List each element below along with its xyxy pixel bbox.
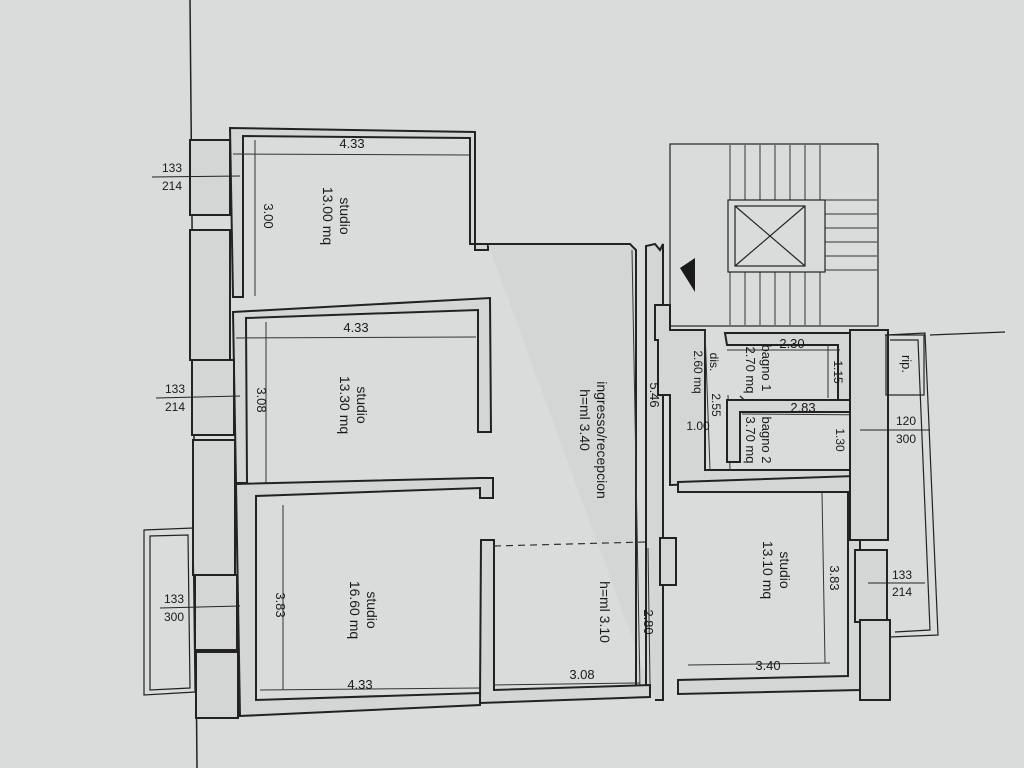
room-h310-height: h=ml 3.10 — [597, 581, 613, 643]
bagno2-name: bagno 2 — [759, 417, 774, 464]
window2-top: 133 — [165, 382, 185, 396]
dim-depth-studio-d: 3.83 — [827, 565, 842, 590]
stairwell — [669, 143, 879, 327]
arrow-icon — [680, 258, 695, 292]
window1-top: 133 — [162, 161, 182, 175]
studio-a-area: 13.00 mq — [320, 187, 336, 245]
dim-width-studio-b: 4.33 — [343, 320, 368, 335]
studio-c-name: studio — [364, 591, 380, 629]
ingresso-room — [488, 242, 664, 701]
dim-depth-bagno2: 1.30 — [833, 428, 847, 452]
dim-width-studio-a: 4.33 — [339, 136, 364, 151]
window5-top: 120 — [896, 414, 916, 428]
elevator-shaft — [727, 199, 826, 273]
window4-bottom: 214 — [892, 585, 912, 599]
window1-bottom: 214 — [162, 179, 182, 193]
dim-width-room-h310: 3.08 — [569, 667, 594, 682]
dim-width-dis: 1.00 — [686, 419, 710, 433]
studio-a-name: studio — [337, 197, 353, 235]
ingresso-name: ingresso/recepcion — [594, 381, 610, 499]
dim-width-studio-d: 3.40 — [755, 658, 780, 673]
studio-c-area: 16.60 mq — [347, 581, 363, 639]
window5-bottom: 300 — [896, 432, 916, 446]
ingresso-height: h=ml 3.40 — [577, 389, 593, 451]
window3-top: 133 — [164, 592, 184, 606]
dis-name: dis. — [707, 353, 721, 372]
dim-width-bagno1: 2.30 — [779, 336, 804, 351]
studio-d-area: 13.10 mq — [760, 541, 776, 599]
west-exterior-wall — [143, 139, 239, 719]
rip-name: rip. — [899, 355, 914, 373]
dis-area: 2.60 mq — [691, 350, 705, 393]
dim-depth-studio-a: 3.00 — [261, 203, 276, 228]
studio-d-name: studio — [777, 551, 793, 589]
dim-depth-studio-b: 3.08 — [254, 387, 269, 412]
dim-width-studio-c: 4.33 — [347, 677, 372, 692]
dim-depth-studio-c: 3.83 — [273, 592, 288, 617]
dim-width-bagno2: 2.83 — [790, 400, 815, 415]
bagno1-area: 2.70 mq — [743, 347, 758, 394]
east-exterior-wall — [849, 329, 939, 701]
studio-b-area: 13.30 mq — [337, 376, 353, 434]
studio-room-a — [228, 126, 489, 298]
page-edge-corner — [929, 331, 1006, 336]
bagno1-name: bagno 1 — [759, 345, 774, 392]
dim-length-ingresso: 5.46 — [647, 382, 662, 407]
studio-room-c — [234, 477, 494, 718]
dim-depth-bagno1: 1.15 — [831, 360, 845, 384]
studio-b-name: studio — [354, 386, 370, 424]
window3-bottom: 300 — [164, 610, 184, 624]
window4-top: 133 — [892, 568, 912, 582]
dim-length-dis: 2.55 — [709, 393, 723, 417]
window2-bottom: 214 — [165, 400, 185, 414]
bagno2-area: 3.70 mq — [743, 417, 758, 464]
dim-depth-room-h310: 2.80 — [641, 609, 656, 634]
room-h310 — [478, 537, 677, 705]
rip-room — [885, 334, 925, 396]
